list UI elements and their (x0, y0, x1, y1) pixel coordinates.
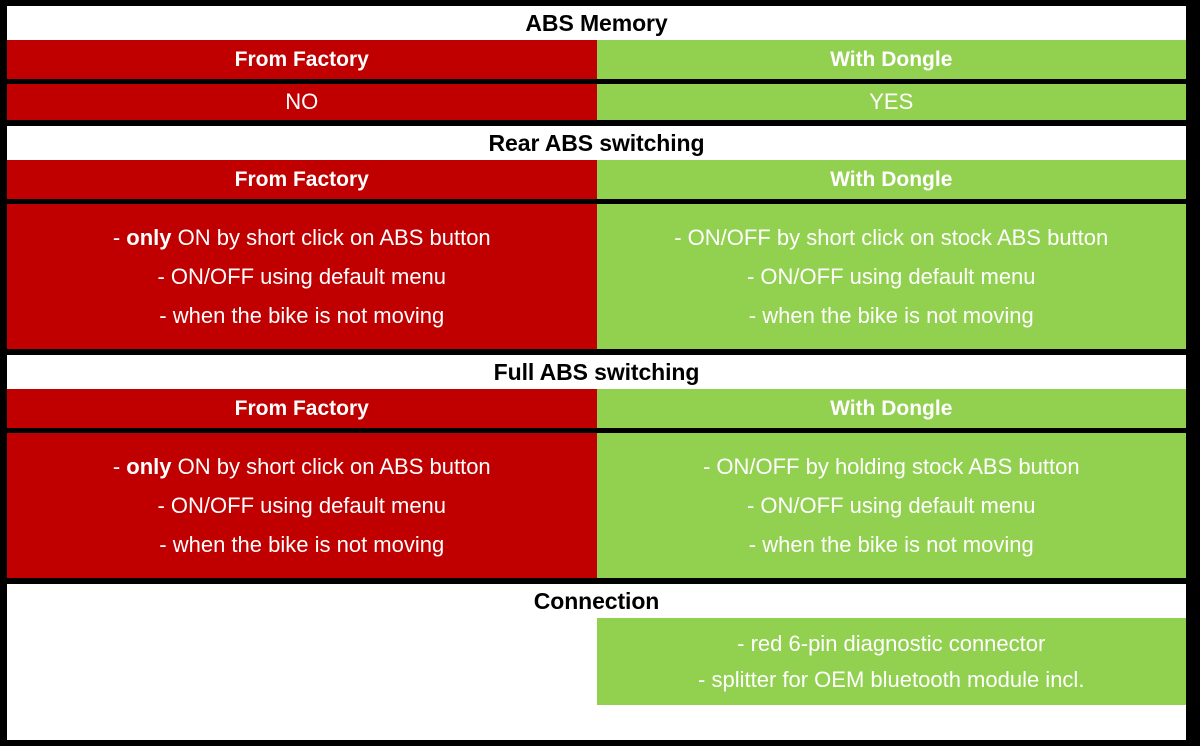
section-title: Connection (533, 587, 660, 614)
cell-from-factory-empty (7, 618, 597, 705)
section-body-row: - only ON by short click on ABS button -… (7, 204, 1186, 349)
line-prefix: - (112, 453, 127, 479)
cell-line: YES (869, 89, 914, 114)
cell-line: - when the bike is not moving (159, 531, 445, 557)
cell-line: - when the bike is not moving (748, 531, 1034, 557)
cell-from-factory: NO (7, 84, 597, 120)
cell-line: NO (285, 89, 319, 114)
cell-line-emphasis: - only ON by short click on ABS button (112, 453, 491, 479)
cell-line: - ON/OFF using default menu (157, 263, 447, 289)
cell-line: - when the bike is not moving (159, 302, 445, 328)
cell-with-dongle: - ON/OFF by holding stock ABS button - O… (596, 433, 1186, 578)
cell-line: - ON/OFF using default menu (157, 492, 447, 518)
column-header-from-factory: From Factory (7, 389, 597, 428)
section-body-row: - only ON by short click on ABS button -… (7, 433, 1186, 578)
section-title: Full ABS switching (493, 358, 700, 385)
column-header-with-dongle: With Dongle (596, 40, 1186, 79)
cell-line: - red 6-pin diagnostic connector (737, 630, 1046, 656)
section-title-band: Connection (7, 584, 1186, 618)
section-rear-abs-switching: Rear ABS switching From Factory With Don… (7, 120, 1186, 349)
column-header-with-dongle: With Dongle (596, 160, 1186, 199)
cell-line: - ON/OFF by short click on stock ABS but… (674, 224, 1109, 250)
section-header-row: From Factory With Dongle (7, 389, 1186, 433)
line-bold-word: only (126, 224, 172, 250)
line-prefix: - (112, 224, 127, 250)
line-bold-word: only (126, 453, 172, 479)
line-rest: ON by short click on ABS button (171, 224, 491, 250)
section-title: Rear ABS switching (488, 129, 705, 156)
section-header-row: From Factory With Dongle (7, 40, 1186, 84)
section-body-row: NO YES (7, 84, 1186, 120)
section-title: ABS Memory (525, 9, 668, 36)
cell-with-dongle: - ON/OFF by short click on stock ABS but… (596, 204, 1186, 349)
cell-with-dongle: - red 6-pin diagnostic connector - split… (596, 618, 1186, 705)
cell-from-factory: - only ON by short click on ABS button -… (7, 433, 597, 578)
cell-line: - when the bike is not moving (748, 302, 1034, 328)
section-full-abs-switching: Full ABS switching From Factory With Don… (7, 349, 1186, 578)
cell-from-factory: - only ON by short click on ABS button -… (7, 204, 597, 349)
section-title-band: Rear ABS switching (7, 126, 1186, 160)
line-rest: ON by short click on ABS button (171, 453, 491, 479)
cell-line: - ON/OFF using default menu (746, 492, 1036, 518)
section-title-band: Full ABS switching (7, 355, 1186, 389)
column-header-from-factory: From Factory (7, 160, 597, 199)
cell-with-dongle: YES (596, 84, 1186, 120)
cell-line: - splitter for OEM bluetooth module incl… (698, 666, 1085, 692)
column-header-from-factory: From Factory (7, 40, 597, 79)
cell-line-emphasis: - only ON by short click on ABS button (112, 224, 491, 250)
column-header-with-dongle: With Dongle (596, 389, 1186, 428)
section-connection: Connection - red 6-pin diagnostic connec… (7, 578, 1186, 705)
cell-line: - ON/OFF using default menu (746, 263, 1036, 289)
table-inner: ABS Memory From Factory With Dongle NO Y… (7, 6, 1186, 740)
section-title-band: ABS Memory (7, 6, 1186, 40)
section-abs-memory: ABS Memory From Factory With Dongle NO Y… (7, 6, 1186, 120)
cell-line: - ON/OFF by holding stock ABS button (702, 453, 1080, 479)
section-header-row: From Factory With Dongle (7, 160, 1186, 204)
section-body-row: - red 6-pin diagnostic connector - split… (7, 618, 1186, 705)
